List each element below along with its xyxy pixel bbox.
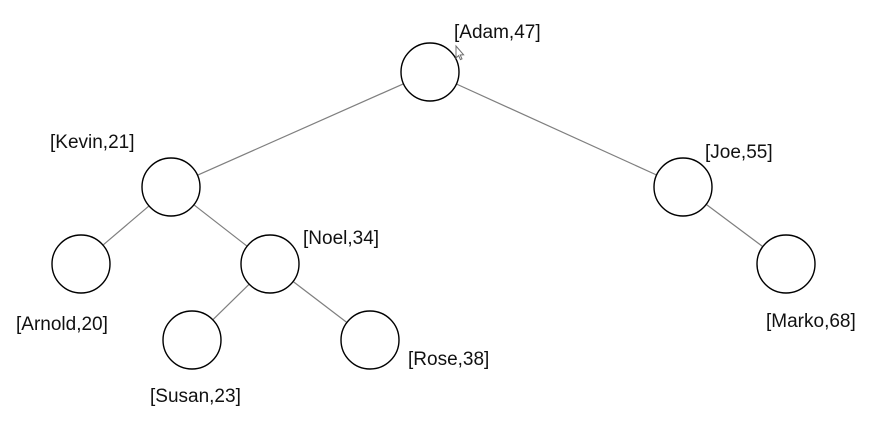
node-marko [756,234,816,294]
node-joe [653,157,713,217]
edge-adam-kevin [197,83,404,176]
mouse-pointer-icon [455,44,465,61]
edge-joe-marko [705,203,764,248]
edge-noel-susan [212,283,250,321]
node-label-rose: [Rose,38] [408,349,489,370]
node-label-joe: [Joe,55] [705,142,773,163]
node-label-kevin: [Kevin,21] [50,132,135,153]
edge-kevin-arnold [102,205,150,246]
node-label-arnold: [Arnold,20] [16,314,108,335]
node-label-susan: [Susan,23] [150,386,241,407]
edge-adam-joe [456,83,657,176]
node-kevin [141,157,201,217]
node-label-adam: [Adam,47] [454,22,541,43]
edge-noel-rose [292,281,348,323]
node-noel [240,234,300,294]
tree-labels: [Adam,47] [Kevin,21] [Joe,55] [Arnold,20] [N… [16,22,856,407]
node-susan [162,310,222,370]
node-label-noel: [Noel,34] [303,228,379,249]
tree-edges [102,83,764,323]
tree-nodes [51,42,816,370]
node-adam [400,42,460,102]
node-arnold [51,234,111,294]
node-rose [340,310,400,370]
edge-kevin-noel [193,204,248,247]
node-label-marko: [Marko,68] [766,311,856,332]
